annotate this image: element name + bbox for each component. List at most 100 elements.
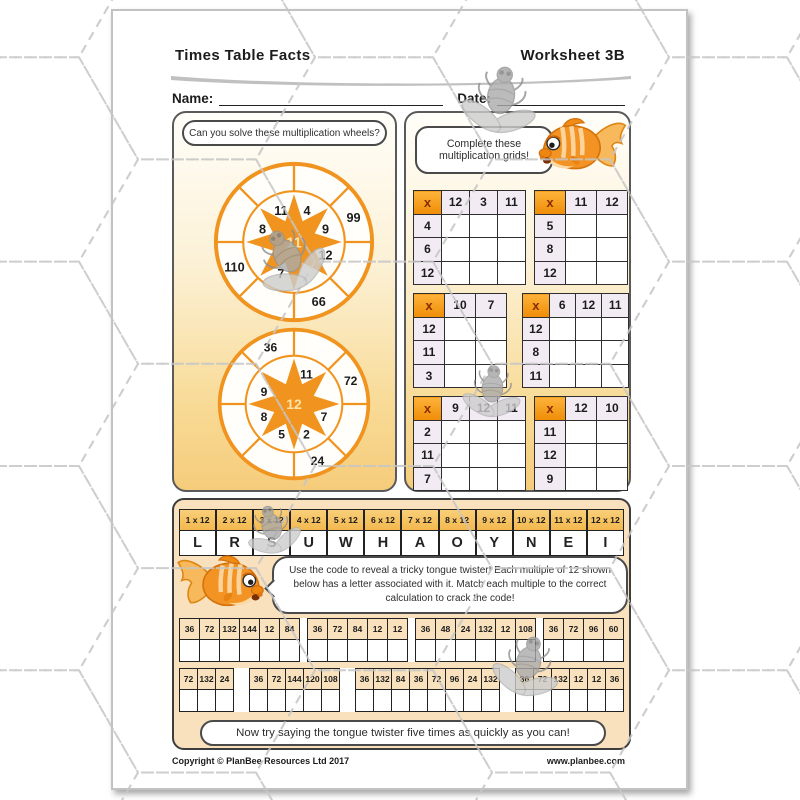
- grid-answer-cell[interactable]: [548, 340, 576, 365]
- grid-answer-cell[interactable]: [596, 237, 628, 262]
- code-answer-cell[interactable]: [321, 689, 340, 712]
- grid-answer-cell[interactable]: [574, 340, 603, 365]
- grid-answer-cell[interactable]: [596, 213, 628, 238]
- code-answer-cell[interactable]: [543, 639, 564, 662]
- grid-answer-cell[interactable]: [497, 443, 526, 468]
- wheel-inner-number[interactable]: 11: [300, 367, 313, 381]
- code-answer-cell[interactable]: [587, 689, 606, 712]
- code-answer-cell[interactable]: [427, 689, 446, 712]
- code-answer-cell[interactable]: [551, 689, 570, 712]
- code-answer-cell[interactable]: [249, 689, 268, 712]
- wheel-inner-number[interactable]: 9: [322, 222, 329, 236]
- wheel-outer-number[interactable]: 99: [347, 211, 361, 225]
- code-answer-cell[interactable]: [569, 689, 588, 712]
- grid-answer-cell[interactable]: [469, 466, 498, 491]
- grid-answer-cell[interactable]: [596, 443, 628, 468]
- grid-answer-cell[interactable]: [469, 260, 498, 285]
- wheel-inner-number[interactable]: 5: [278, 427, 285, 441]
- grid-answer-cell[interactable]: [497, 260, 526, 285]
- code-answer-cell[interactable]: [267, 689, 286, 712]
- grid-answer-cell[interactable]: [475, 363, 507, 388]
- code-answer-cell[interactable]: [239, 639, 260, 662]
- wheel-inner-number[interactable]: 12: [318, 249, 332, 263]
- code-answer-cell[interactable]: [307, 639, 328, 662]
- code-answer-cell[interactable]: [219, 639, 240, 662]
- code-answer-cell[interactable]: [515, 639, 536, 662]
- code-answer-cell[interactable]: [475, 639, 496, 662]
- wheel-inner-number[interactable]: 4: [304, 204, 311, 218]
- code-answer-cell[interactable]: [391, 689, 410, 712]
- grid-answer-cell[interactable]: [565, 466, 597, 491]
- grid-answer-cell[interactable]: [601, 316, 629, 341]
- code-answer-cell[interactable]: [373, 689, 392, 712]
- code-answer-cell[interactable]: [279, 639, 300, 662]
- grid-answer-cell[interactable]: [601, 340, 629, 365]
- code-answer-cell[interactable]: [435, 639, 456, 662]
- grid-answer-cell[interactable]: [596, 466, 628, 491]
- grid-answer-cell[interactable]: [469, 237, 498, 262]
- code-answer-cell[interactable]: [563, 639, 584, 662]
- wheel-inner-number[interactable]: 11: [274, 204, 287, 218]
- grid-answer-cell[interactable]: [441, 466, 470, 491]
- code-answer-cell[interactable]: [303, 689, 322, 712]
- grid-answer-cell[interactable]: [596, 419, 628, 444]
- grid-answer-cell[interactable]: [475, 316, 507, 341]
- grid-answer-cell[interactable]: [497, 419, 526, 444]
- code-answer-cell[interactable]: [367, 639, 388, 662]
- grid-answer-cell[interactable]: [444, 316, 476, 341]
- grid-answer-cell[interactable]: [565, 213, 597, 238]
- wheel-outer-number[interactable]: 72: [344, 374, 358, 388]
- grid-answer-cell[interactable]: [444, 363, 476, 388]
- wheel-inner-number[interactable]: 8: [259, 222, 266, 236]
- multiplication-wheel-12[interactable]: 12 11 7 2 5 8 9 36 72 24: [215, 325, 373, 483]
- grid-answer-cell[interactable]: [565, 419, 597, 444]
- code-answer-cell[interactable]: [197, 689, 216, 712]
- grid-answer-cell[interactable]: [441, 419, 470, 444]
- grid-answer-cell[interactable]: [497, 237, 526, 262]
- code-answer-cell[interactable]: [179, 689, 198, 712]
- grid-answer-cell[interactable]: [444, 340, 476, 365]
- wheel-outer-number[interactable]: 66: [312, 295, 326, 309]
- code-answer-cell[interactable]: [605, 689, 624, 712]
- wheel-inner-number[interactable]: 7: [277, 267, 284, 281]
- grid-answer-cell[interactable]: [441, 260, 470, 285]
- grid-answer-cell[interactable]: [469, 213, 498, 238]
- grid-answer-cell[interactable]: [469, 443, 498, 468]
- code-answer-cell[interactable]: [415, 639, 436, 662]
- code-answer-cell[interactable]: [455, 639, 476, 662]
- grid-answer-cell[interactable]: [596, 260, 628, 285]
- code-answer-cell[interactable]: [355, 689, 374, 712]
- code-answer-cell[interactable]: [583, 639, 604, 662]
- code-answer-cell[interactable]: [463, 689, 482, 712]
- wheel-outer-number[interactable]: 36: [264, 341, 278, 355]
- grid-answer-cell[interactable]: [574, 363, 603, 388]
- code-answer-cell[interactable]: [387, 639, 408, 662]
- code-answer-cell[interactable]: [199, 639, 220, 662]
- wheel-inner-number[interactable]: 8: [261, 410, 268, 424]
- code-answer-cell[interactable]: [215, 689, 234, 712]
- grid-answer-cell[interactable]: [601, 363, 629, 388]
- grid-answer-cell[interactable]: [548, 363, 576, 388]
- grid-answer-cell[interactable]: [565, 443, 597, 468]
- grid-answer-cell[interactable]: [565, 237, 597, 262]
- grid-answer-cell[interactable]: [475, 340, 507, 365]
- code-answer-cell[interactable]: [495, 639, 516, 662]
- grid-answer-cell[interactable]: [574, 316, 603, 341]
- grid-answer-cell[interactable]: [441, 443, 470, 468]
- name-line[interactable]: [219, 91, 444, 106]
- multiplication-wheel-11[interactable]: 11 11 4 9 12 7 8 99 66 110: [211, 159, 377, 325]
- code-answer-cell[interactable]: [481, 689, 500, 712]
- code-answer-cell[interactable]: [533, 689, 552, 712]
- grid-answer-cell[interactable]: [565, 260, 597, 285]
- grid-answer-cell[interactable]: [497, 466, 526, 491]
- grid-answer-cell[interactable]: [497, 213, 526, 238]
- code-answer-cell[interactable]: [179, 639, 200, 662]
- code-answer-cell[interactable]: [347, 639, 368, 662]
- grid-answer-cell[interactable]: [441, 237, 470, 262]
